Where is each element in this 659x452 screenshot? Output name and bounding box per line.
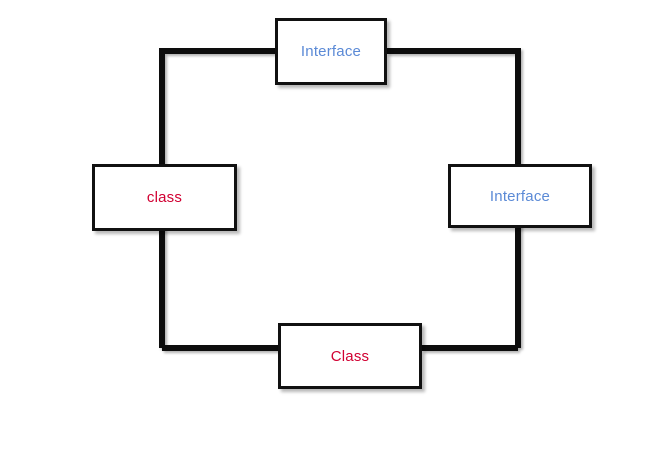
connector-interface-top-to-class-left (159, 48, 275, 348)
node-label-interface-right: Interface (489, 187, 551, 205)
node-interface-top[interactable]: Interface (275, 18, 387, 85)
node-interface-right[interactable]: Interface (448, 164, 592, 228)
connector-interface-top-to-interface-right (387, 48, 521, 348)
node-class-left[interactable]: class (92, 164, 237, 231)
node-label-class-left: class (146, 189, 183, 206)
node-class-bottom[interactable]: Class (278, 323, 422, 389)
node-label-class-bottom: Class (330, 347, 370, 365)
node-label-interface-top: Interface (300, 43, 362, 60)
